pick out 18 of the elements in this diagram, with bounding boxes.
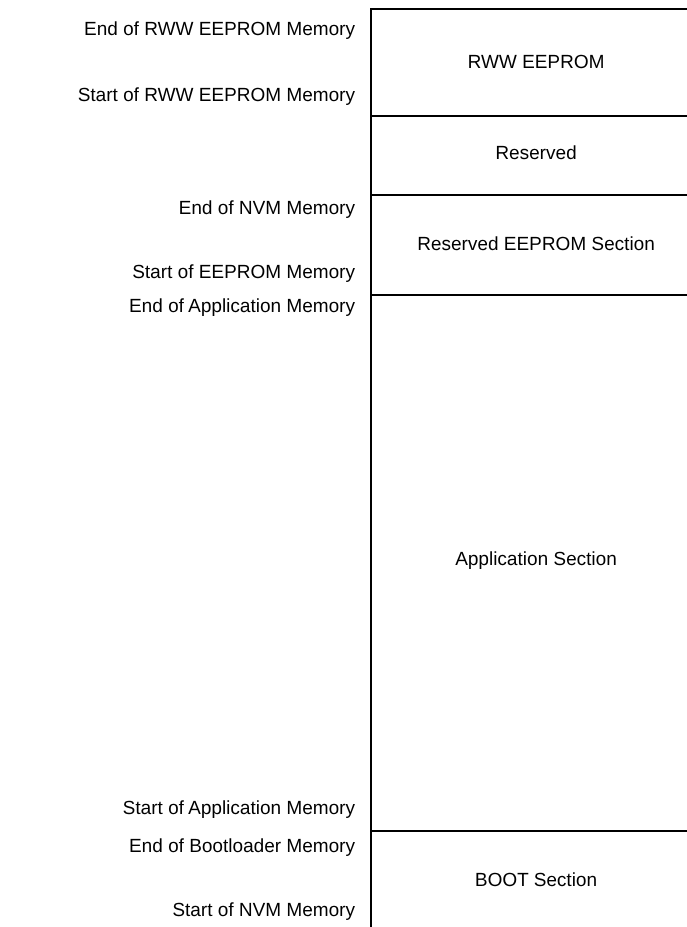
- section-label: Application Section: [455, 549, 617, 571]
- section-label: BOOT Section: [474, 870, 598, 892]
- address-label: End of NVM Memory: [178, 198, 355, 220]
- memory-section: [370, 830, 687, 927]
- section-label: RWW EEPROM: [468, 52, 604, 74]
- address-label: Start of Application Memory: [122, 798, 355, 820]
- address-label: Start of RWW EEPROM Memory: [78, 85, 355, 107]
- memory-section: [370, 115, 687, 194]
- memory-section: [370, 294, 687, 830]
- address-label: Start of EEPROM Memory: [132, 262, 355, 284]
- memory-section: [370, 194, 687, 294]
- address-label: End of Application Memory: [128, 296, 355, 318]
- address-label: Start of NVM Memory: [172, 900, 355, 922]
- memory-section: [370, 8, 687, 115]
- section-label: Reserved: [495, 143, 577, 165]
- address-label: End of RWW EEPROM Memory: [84, 19, 355, 41]
- section-label: Reserved EEPROM Section: [417, 234, 655, 256]
- address-label: End of Bootloader Memory: [128, 836, 355, 858]
